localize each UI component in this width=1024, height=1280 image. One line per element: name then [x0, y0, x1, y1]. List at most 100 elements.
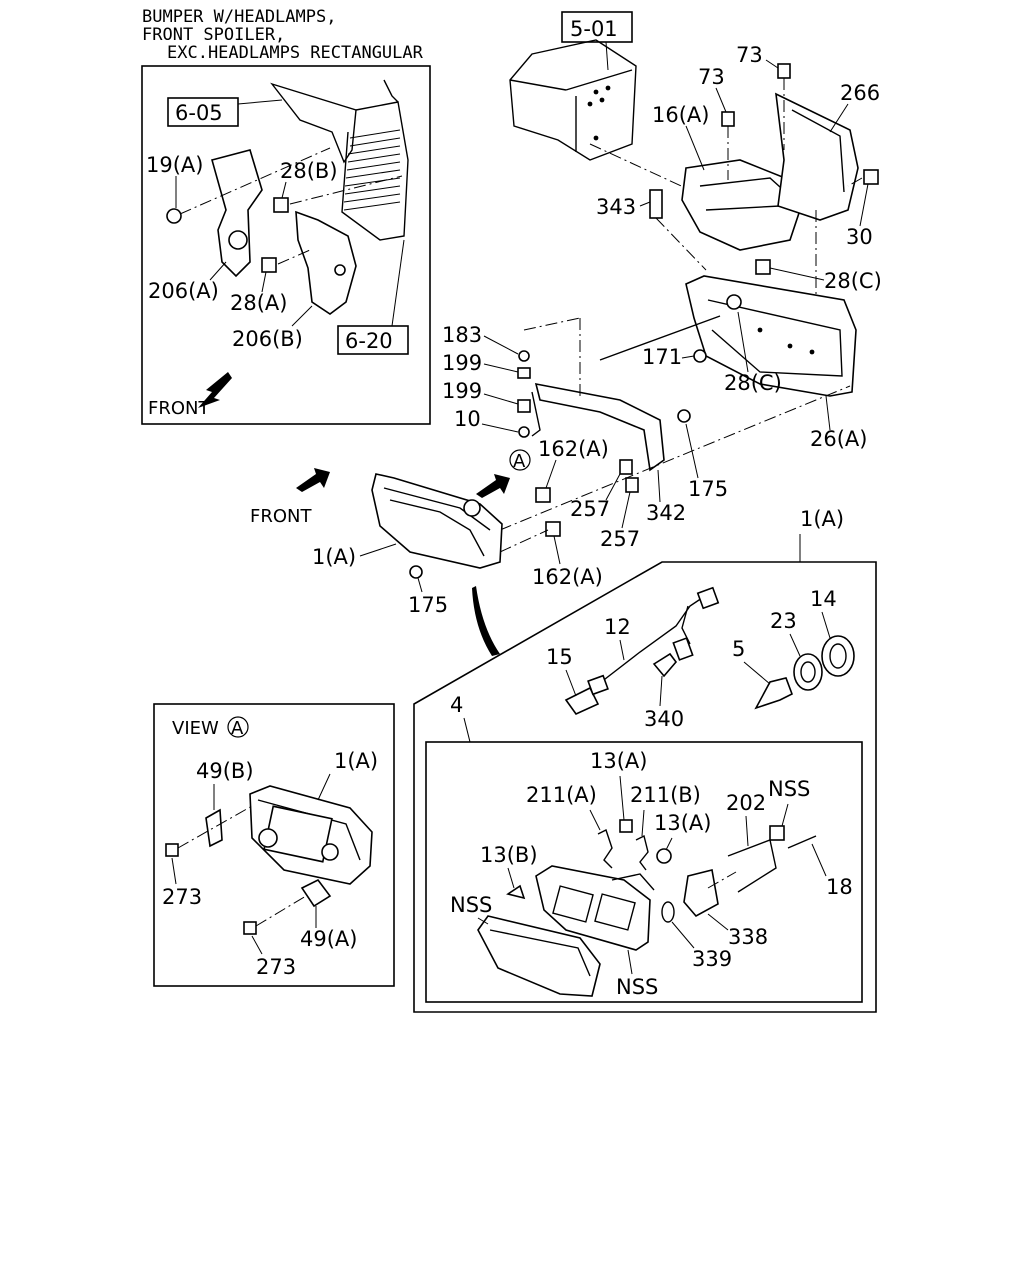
label-10: 10: [454, 407, 481, 431]
label-15: 15: [546, 645, 573, 669]
label-257-upper: 257: [570, 497, 610, 521]
label-28b: 28(B): [280, 159, 338, 183]
main-circle-a: A: [513, 451, 526, 472]
curved-arrow-icon: [472, 586, 500, 656]
nut-175-upper: [677, 409, 691, 423]
label-162a-lower: 162(A): [532, 565, 603, 589]
label-343: 343: [596, 195, 636, 219]
stay-342: [534, 382, 665, 472]
front-arrow-icon: [198, 372, 232, 408]
inset-lamp-frame: [413, 561, 877, 1013]
ref-6-20: 6-20: [345, 329, 393, 353]
bolt-28c-upper: [755, 259, 771, 275]
oring-339: [661, 901, 675, 923]
label-1a-main: 1(A): [312, 545, 356, 569]
label-273-lower: 273: [256, 955, 296, 979]
harness-12: [595, 597, 703, 687]
label-1a-view: 1(A): [334, 749, 378, 773]
adjuster-202: [727, 839, 777, 893]
label-13b: 13(B): [480, 843, 538, 867]
inset-lamp-title: 1(A): [800, 507, 844, 531]
inset-view-frame: [153, 703, 395, 987]
nut-171: [693, 349, 707, 363]
grommet-23: [793, 653, 823, 691]
label-28a: 28(A): [230, 291, 287, 315]
part-340: [652, 652, 678, 678]
chassis-frame: [509, 39, 637, 161]
clip-211a: [597, 829, 613, 869]
bolt-30: [863, 169, 879, 185]
bushing-199-lower: [517, 399, 531, 413]
clip-13b: [506, 884, 526, 900]
label-5: 5: [732, 637, 745, 661]
bracket-206a: [211, 149, 263, 278]
label-73-upper: 73: [736, 43, 763, 67]
label-23: 23: [770, 609, 797, 633]
washer-10: [518, 426, 530, 438]
label-175-lower: 175: [408, 593, 448, 617]
label-nss-lens: NSS: [450, 893, 492, 917]
label-199-upper: 199: [442, 351, 482, 375]
label-13a-upper: 13(A): [590, 749, 647, 773]
label-211b: 211(B): [630, 783, 701, 807]
view-circle-a: A: [231, 718, 244, 739]
label-206a: 206(A): [148, 279, 219, 303]
bushing-199-upper: [517, 367, 531, 379]
bolt-162a-upper: [535, 487, 551, 503]
label-28c-lower: 28(C): [724, 371, 782, 395]
clip-211b: [635, 834, 649, 871]
socket-15: [564, 686, 600, 716]
bracket-16a: [681, 159, 801, 251]
screw-18: [787, 835, 817, 849]
bolt-28a: [261, 257, 277, 273]
bolt-28b: [273, 197, 289, 213]
label-342: 342: [646, 501, 686, 525]
label-273-upper: 273: [162, 885, 202, 909]
bolt-257-upper: [619, 459, 633, 475]
actuator-338: [683, 869, 719, 918]
label-199-lower: 199: [442, 379, 482, 403]
view-a-marker-icon: [509, 449, 531, 471]
bolt-273-upper: [165, 843, 179, 857]
label-338: 338: [728, 925, 768, 949]
inset-bumper-frame: [141, 65, 431, 425]
bolt-273-lower: [243, 921, 257, 935]
view-label: VIEW: [172, 718, 219, 739]
header-line-2: FRONT SPOILER,: [142, 25, 285, 45]
inset-lamp-subframe: [425, 741, 863, 1003]
bracket-49b: [205, 808, 223, 848]
main-front-label: FRONT: [250, 506, 312, 527]
bracket-266: [775, 92, 859, 221]
ref-5-01: 5-01: [570, 17, 618, 41]
header-line-1: BUMPER W/HEADLAMPS,: [142, 7, 336, 27]
label-nss-bolt: NSS: [768, 777, 810, 801]
label-340: 340: [644, 707, 684, 731]
label-162a-upper: 162(A): [538, 437, 609, 461]
label-73-lower: 73: [698, 65, 725, 89]
label-4: 4: [450, 693, 463, 717]
label-19a: 19(A): [146, 153, 203, 177]
label-13a-lower: 13(A): [654, 811, 711, 835]
ref-box-6-05: [167, 97, 239, 127]
label-266: 266: [840, 81, 880, 105]
inset-headlamp-exploded: 1(A): [413, 507, 877, 1013]
label-171: 171: [642, 345, 682, 369]
inset-view-a: VIEW A 49(B) 1(A) 273 49(A) 273: [153, 703, 395, 987]
lens-nss: [477, 915, 601, 997]
label-257-lower: 257: [600, 527, 640, 551]
ref-box-6-20: [337, 325, 409, 355]
bracket-49a: [300, 878, 332, 908]
bolt-257-lower: [625, 477, 639, 493]
direction-arrow-icon: [476, 474, 510, 498]
label-206b: 206(B): [232, 327, 303, 351]
label-183: 183: [442, 323, 482, 347]
label-30: 30: [846, 225, 873, 249]
inset-front-label: FRONT: [148, 398, 210, 419]
label-49b: 49(B): [196, 759, 254, 783]
inset-bumper-bracket: 6-05 19(A) 28(B) 206(A) 28(A): [141, 65, 431, 425]
ref-box-5-01: [561, 11, 633, 43]
header-line-3: EXC.HEADLAMPS RECTANGULAR: [167, 43, 424, 63]
view-a-circle-icon: [227, 716, 249, 738]
label-175-upper: 175: [688, 477, 728, 501]
